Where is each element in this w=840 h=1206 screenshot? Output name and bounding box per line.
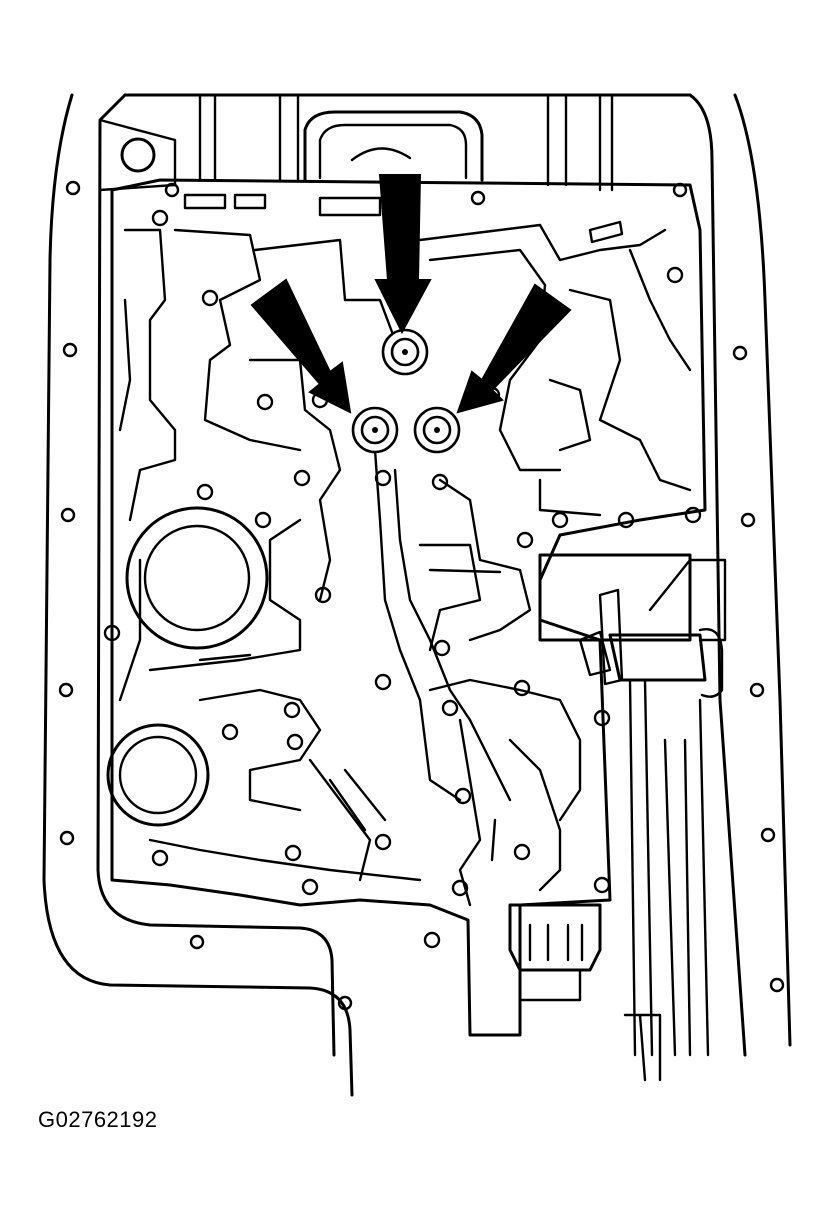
case-inner-right xyxy=(688,93,747,1057)
passage-25 xyxy=(490,818,497,862)
passage-12 xyxy=(418,543,482,652)
passage-5 xyxy=(428,248,562,472)
top-arc xyxy=(350,147,412,162)
slot-top-left-1 xyxy=(183,193,227,210)
passage-2 xyxy=(173,228,302,452)
passage-7 xyxy=(628,248,692,372)
large-bore-lower xyxy=(106,723,210,827)
passage-4 xyxy=(418,223,667,262)
callout-bolt-left xyxy=(351,406,399,454)
plate-outline xyxy=(110,178,707,1037)
right-rails xyxy=(628,678,710,1057)
upper-left-hole xyxy=(120,137,156,173)
figure-code: G02762192 xyxy=(38,1107,158,1132)
case-inner-flange xyxy=(96,93,336,1057)
flange-holes xyxy=(58,180,785,1011)
passage-17 xyxy=(428,678,582,822)
case-outline-left xyxy=(42,93,354,1097)
upper-left-bracket xyxy=(98,118,177,192)
passage-23 xyxy=(428,568,502,574)
passage-13 xyxy=(148,518,302,672)
callout-bolt-top xyxy=(381,328,429,376)
bottom-connector-pins xyxy=(528,923,584,962)
passage-8 xyxy=(248,358,342,602)
passage-21 xyxy=(118,298,142,702)
passage-18 xyxy=(458,718,482,907)
solenoid-body xyxy=(538,553,692,642)
arrow-right-icon xyxy=(456,283,572,414)
large-bore-upper xyxy=(125,506,269,650)
passage-3 xyxy=(253,238,397,342)
top-rib-2 xyxy=(278,93,300,182)
passage-11 xyxy=(438,478,532,642)
large-bore-upper-inner xyxy=(143,524,251,632)
passage-6 xyxy=(568,288,692,492)
slot-top-mid xyxy=(318,196,382,217)
passage-22 xyxy=(538,378,602,517)
top-rib-1 xyxy=(198,93,217,182)
passage-9 xyxy=(373,448,462,802)
passage-20 xyxy=(148,838,422,882)
solenoid-fitting xyxy=(578,588,624,686)
passage-10 xyxy=(393,468,512,802)
top-boss-inner xyxy=(318,123,468,180)
passage-16 xyxy=(328,768,387,832)
solenoid-end xyxy=(698,628,724,698)
large-bore-lower-inner xyxy=(118,735,198,815)
slot-top-right xyxy=(588,220,624,244)
callout-bolt-right xyxy=(413,406,461,454)
passage-19 xyxy=(508,738,562,892)
bottom-connector xyxy=(508,903,602,972)
top-rib-4 xyxy=(598,93,614,192)
passage-1 xyxy=(123,228,177,522)
valve-body-diagram xyxy=(42,93,792,1097)
top-boss xyxy=(303,110,484,182)
passage-24 xyxy=(198,653,252,662)
case-outline-right xyxy=(733,93,792,1047)
arrow-top-icon xyxy=(374,174,432,335)
lower-rod xyxy=(623,1013,662,1082)
top-rib-3 xyxy=(546,93,568,187)
bottom-connector-stem xyxy=(518,968,582,1002)
solenoid-bracket xyxy=(648,558,727,642)
passage-14 xyxy=(198,688,322,812)
arrow-left-icon xyxy=(250,278,352,414)
passage-15 xyxy=(308,758,372,882)
slot-top-left-2 xyxy=(233,193,267,210)
solenoid-cap xyxy=(608,633,707,682)
